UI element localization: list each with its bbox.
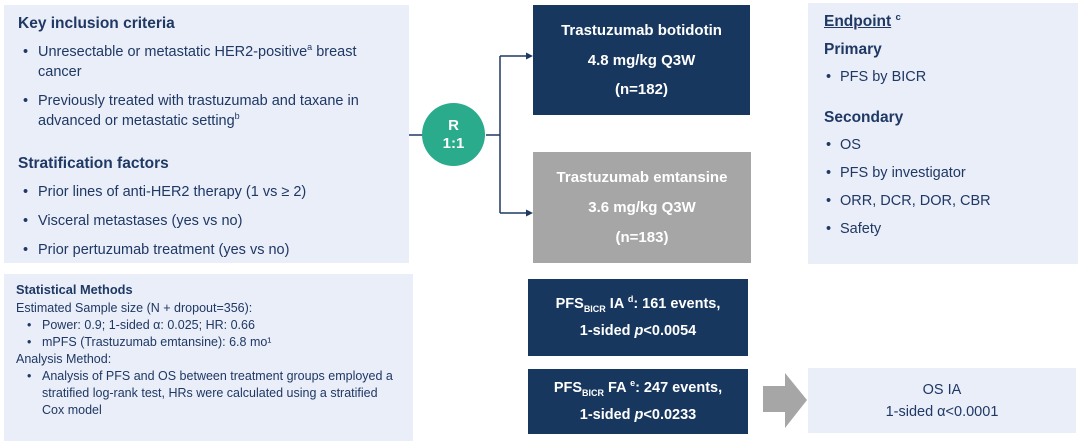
- bullet-text: mPFS (Trastuzumab emtansine): 6.8 mo¹: [42, 335, 272, 350]
- pfs-label: PFS: [553, 380, 583, 396]
- endpoint-panel: Endpoint c Primary PFS by BICR Secondary…: [808, 3, 1078, 264]
- pfs-events: : 161 events,: [633, 296, 721, 312]
- analysis-method-line: Analysis Method:: [16, 352, 112, 367]
- flow-arrow-icon: [763, 373, 807, 428]
- footnote-sup: e: [630, 378, 636, 389]
- arm-drug-name: Trastuzumab botidotin: [561, 21, 722, 39]
- sided-text: 1-sided: [579, 407, 635, 423]
- pfs-fa-line1: PFSBICR FA e: 247 events,: [553, 378, 723, 398]
- stats-title: Statistical Methods: [16, 282, 133, 297]
- bullet-text: Prior lines of anti-HER2 therapy (1 vs ≥…: [38, 184, 307, 200]
- inclusion-list: Unresectable or metastatic HER2-positive…: [18, 42, 395, 131]
- key-inclusion-criteria-panel: Key inclusion criteria Unresectable or m…: [4, 5, 409, 263]
- statistical-methods-panel: Statistical Methods Estimated Sample siz…: [4, 274, 413, 441]
- endpoint-title: Endpoint c: [824, 13, 1062, 31]
- sample-size-line: Estimated Sample size (N + dropout=356):: [16, 301, 253, 316]
- footnote-sup: b: [234, 111, 240, 122]
- sample-size-item: mPFS (Trastuzumab emtansine): 6.8 mo¹: [16, 334, 401, 351]
- pfs-mid: IA: [605, 296, 628, 312]
- bicr-subscript: BICR: [583, 303, 606, 314]
- bullet-text: Visceral metastases (yes vs no): [38, 213, 243, 229]
- pfs-mid: FA: [604, 380, 631, 396]
- inclusion-item: Unresectable or metastatic HER2-positive…: [18, 42, 395, 82]
- endpoint-title-text: Endpoint: [824, 13, 892, 30]
- pfs-final-analysis-box: PFSBICR FA e: 247 events, 1-sided p<0.02…: [528, 369, 748, 434]
- os-ia-title: OS IA: [922, 381, 962, 398]
- bullet-text: breast cancer: [38, 44, 357, 80]
- pfs-ia-line1: PFSBICR IA d: 161 events,: [555, 294, 721, 314]
- endpoint-item: PFS by BICR: [824, 67, 1062, 87]
- footnote-sup: a: [307, 42, 313, 53]
- arm-dose: 3.6 mg/kg Q3W: [588, 199, 696, 216]
- bullet-text: ORR, DCR, DOR, CBR: [840, 193, 991, 209]
- secondary-endpoint-title: Secondary: [824, 109, 904, 126]
- randomization-letter: R: [448, 117, 459, 135]
- stratification-item: Visceral metastases (yes vs no): [18, 211, 395, 231]
- analysis-method-list: Analysis of PFS and OS between treatment…: [16, 368, 401, 419]
- pfs-fa-line2: 1-sided p<0.0233: [580, 407, 696, 423]
- bullet-text: Safety: [840, 221, 882, 237]
- primary-endpoint-title: Primary: [824, 41, 882, 58]
- p-value: <0.0233: [643, 407, 697, 423]
- arrowhead-icon: [526, 209, 533, 217]
- stratification-item: Prior pertuzumab treatment (yes vs no): [18, 240, 395, 260]
- sided-text: 1-sided: [579, 323, 635, 339]
- arm-drug-name: Trastuzumab emtansine: [556, 169, 728, 186]
- bullet-text: Power: 0.9; 1-sided α: 0.025; HR: 0.66: [42, 318, 255, 333]
- stratification-list: Prior lines of anti-HER2 therapy (1 vs ≥…: [18, 182, 395, 260]
- bullet-text: PFS by investigator: [840, 165, 966, 181]
- bullet-text: OS: [840, 137, 861, 153]
- arrowhead-icon: [526, 52, 533, 60]
- endpoint-item: ORR, DCR, DOR, CBR: [824, 191, 1062, 211]
- footnote-sup: c: [895, 11, 901, 23]
- arm-trastuzumab-emtansine: Trastuzumab emtansine 3.6 mg/kg Q3W (n=1…: [533, 152, 751, 263]
- arm-dose: 4.8 mg/kg Q3W: [587, 51, 696, 69]
- randomization-ratio: 1:1: [442, 134, 465, 152]
- bullet-text: PFS by BICR: [840, 69, 927, 85]
- primary-endpoint-list: PFS by BICR: [824, 67, 1062, 87]
- os-ia-alpha: 1-sided α<0.0001: [885, 403, 999, 420]
- endpoint-item: OS: [824, 135, 1062, 155]
- bullet-text: Previously treated with trastuzumab and …: [38, 93, 359, 129]
- inclusion-item: Previously treated with trastuzumab and …: [18, 91, 395, 131]
- sample-size-list: Power: 0.9; 1-sided α: 0.025; HR: 0.66 m…: [16, 317, 401, 351]
- pfs-label: PFS: [555, 296, 584, 312]
- bullet-text: Prior pertuzumab treatment (yes vs no): [38, 242, 290, 258]
- os-interim-analysis-box: OS IA 1-sided α<0.0001: [808, 368, 1076, 433]
- bicr-subscript: BICR: [582, 387, 605, 398]
- analysis-method-item: Analysis of PFS and OS between treatment…: [16, 368, 401, 419]
- secondary-endpoint-list: OS PFS by investigator ORR, DCR, DOR, CB…: [824, 135, 1062, 239]
- pfs-interim-analysis-box: PFSBICR IA d: 161 events, 1-sided p<0.00…: [528, 279, 748, 356]
- arm-n: (n=183): [615, 229, 669, 246]
- pfs-events: : 247 events,: [635, 380, 723, 396]
- bullet-text: Unresectable or metastatic HER2-positive: [38, 44, 308, 60]
- arm-n: (n=182): [615, 81, 668, 99]
- sample-size-item: Power: 0.9; 1-sided α: 0.025; HR: 0.66: [16, 317, 401, 334]
- randomization-badge: R 1:1: [422, 103, 485, 166]
- endpoint-item: Safety: [824, 219, 1062, 239]
- pfs-ia-line2: 1-sided p<0.0054: [580, 323, 696, 339]
- bullet-text: Analysis of PFS and OS between treatment…: [42, 369, 393, 418]
- inclusion-title: Key inclusion criteria: [18, 15, 175, 32]
- stratification-title: Stratification factors: [18, 155, 169, 172]
- stratification-item: Prior lines of anti-HER2 therapy (1 vs ≥…: [18, 182, 395, 202]
- p-value: <0.0054: [643, 323, 697, 339]
- endpoint-item: PFS by investigator: [824, 163, 1062, 183]
- arm-trastuzumab-botidotin: Trastuzumab botidotin 4.8 mg/kg Q3W (n=1…: [533, 5, 750, 115]
- footnote-sup: d: [627, 294, 634, 305]
- p-italic: p: [634, 407, 644, 423]
- p-italic: p: [634, 323, 644, 339]
